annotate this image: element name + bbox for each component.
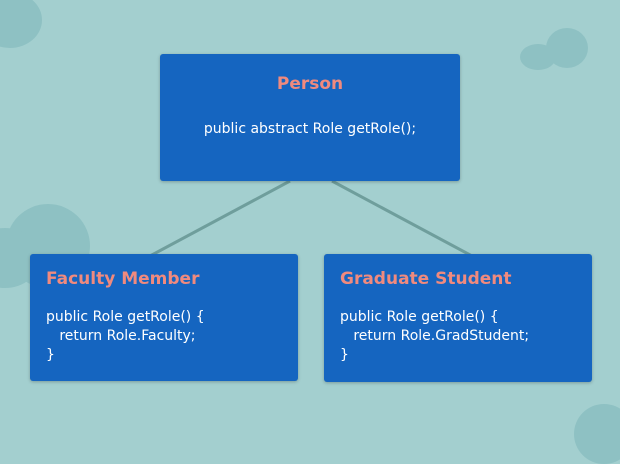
person-class-box: Person public abstract Role getRole(); bbox=[160, 54, 460, 181]
connector-parent-to-graduate-student bbox=[331, 179, 473, 258]
faculty-member-class-method: public Role getRole() { return Role.Facu… bbox=[46, 309, 205, 363]
faculty-member-class-title: Faculty Member bbox=[46, 269, 200, 289]
graduate-student-class-method: public Role getRole() { return Role.Grad… bbox=[340, 309, 530, 363]
graduate-student-class-box: Graduate Student public Role getRole() {… bbox=[324, 254, 592, 382]
graduate-student-class-title: Graduate Student bbox=[340, 269, 512, 289]
connector-lines bbox=[149, 179, 473, 258]
faculty-member-class-box: Faculty Member public Role getRole() { r… bbox=[30, 254, 298, 381]
connector-parent-to-faculty-member bbox=[149, 179, 291, 258]
person-class-title: Person bbox=[276, 74, 344, 94]
background-cloud bbox=[520, 44, 556, 70]
person-class-method: public abstract Role getRole(); bbox=[203, 121, 417, 137]
